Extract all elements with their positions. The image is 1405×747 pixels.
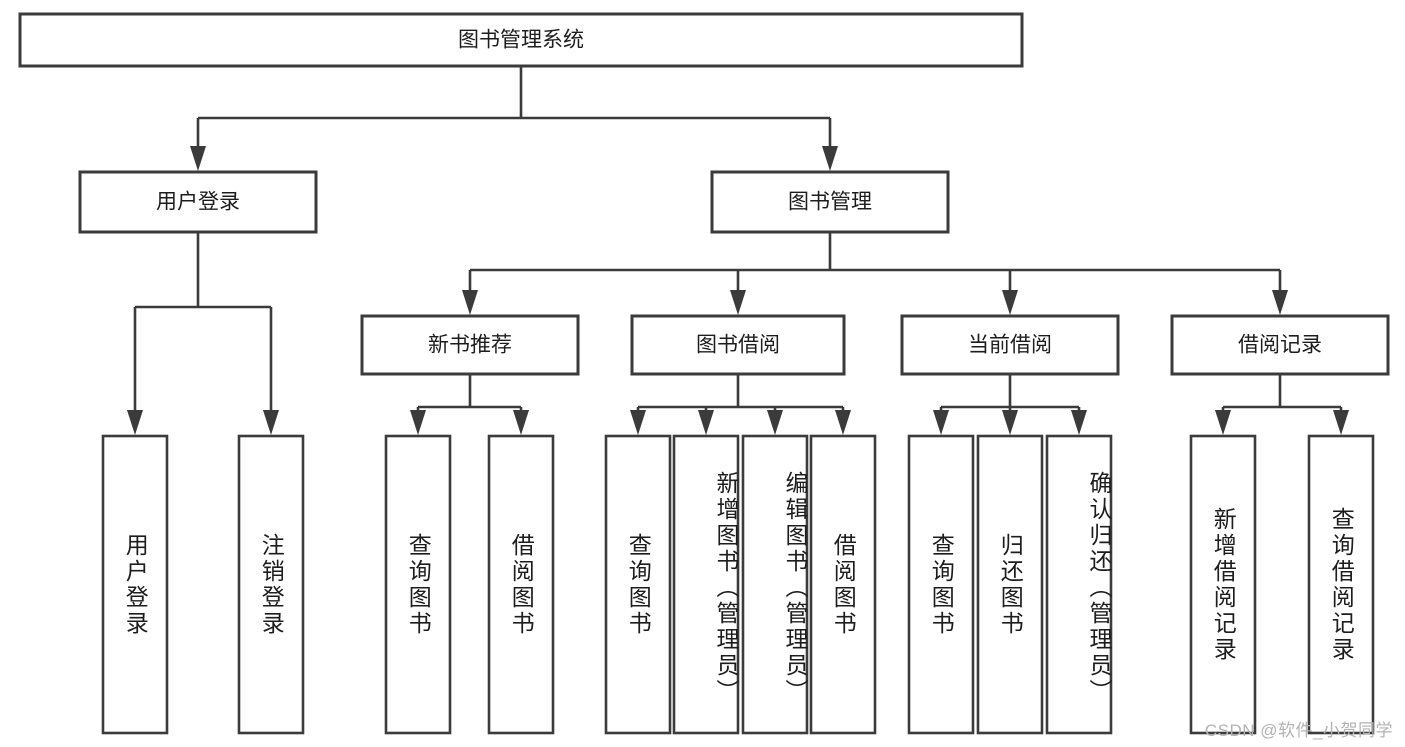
node-user-login[interactable]: 用户登录 (78, 170, 318, 234)
arrow-ul-to-leaf-1-icon (127, 410, 143, 435)
arrow-bb-to-leaf-2-icon (698, 410, 714, 435)
leaf-add-record-box[interactable] (1189, 434, 1257, 735)
node-current-borrow[interactable]: 当前借阅 (900, 314, 1120, 376)
leaf-query-book-2-box[interactable] (604, 434, 672, 735)
leaf-edit-book-box[interactable] (741, 434, 809, 735)
connectors-new-book-leaves (410, 374, 529, 435)
node-new-book-recommend-box[interactable] (360, 314, 580, 376)
connectors-user-login-leaves (127, 232, 279, 435)
leaf-user-logout-box[interactable] (237, 434, 305, 735)
node-current-borrow-box[interactable] (900, 314, 1120, 376)
leaf-borrow-book-2-box[interactable] (809, 434, 877, 735)
node-user-login-label: 用户登录 (156, 191, 240, 214)
arrow-bm-to-book-borrow-icon (730, 290, 746, 315)
arrow-nb-to-leaf-2-icon (513, 410, 529, 435)
node-borrow-record[interactable]: 借阅记录 (1170, 314, 1390, 376)
connectors-book-borrow-leaves (630, 374, 851, 435)
arrow-bm-to-borrow-record-icon (1272, 290, 1288, 315)
arrow-bm-to-new-book-icon (462, 290, 478, 315)
arrow-bb-to-leaf-3-icon (767, 410, 783, 435)
node-new-book-recommend-label: 新书推荐 (428, 334, 512, 357)
arrow-nb-to-leaf-1-icon (410, 410, 426, 435)
csdn-watermark: CSDN @软件_小贺同学 (1204, 721, 1393, 740)
node-current-borrow-label: 当前借阅 (968, 334, 1052, 357)
connectors-borrow-record-leaves (1215, 374, 1349, 435)
leaf-query-book-1-box[interactable] (384, 434, 452, 735)
arrow-bb-to-leaf-1-icon (630, 410, 646, 435)
node-book-manage[interactable]: 图书管理 (710, 170, 950, 234)
connectors-root-level (190, 66, 838, 171)
leaf-borrow-book-1-box[interactable] (487, 434, 555, 735)
connectors-book-manage-level (462, 232, 1288, 315)
arrow-cb-to-leaf-1-icon (933, 410, 949, 435)
arrow-br-to-leaf-2-icon (1333, 410, 1349, 435)
arrow-root-to-book-manage-icon (822, 146, 838, 171)
node-book-borrow-label: 图书借阅 (696, 334, 780, 357)
node-root[interactable]: 图书管理系统 (18, 12, 1024, 68)
arrow-ul-to-leaf-2-icon (263, 410, 279, 435)
node-book-borrow[interactable]: 图书借阅 (630, 314, 846, 376)
node-borrow-record-box[interactable] (1170, 314, 1390, 376)
node-book-borrow-box[interactable] (630, 314, 846, 376)
leaf-query-record-box[interactable] (1307, 434, 1375, 735)
leaf-return-book-box[interactable] (976, 434, 1044, 735)
arrow-bm-to-current-borrow-icon (1002, 290, 1018, 315)
leaf-add-book-box[interactable] (672, 434, 740, 735)
node-book-manage-label: 图书管理 (788, 191, 872, 214)
node-user-login-box[interactable] (78, 170, 318, 234)
arrow-cb-to-leaf-3-icon (1071, 410, 1087, 435)
node-borrow-record-label: 借阅记录 (1238, 334, 1322, 357)
leaf-user-login-box[interactable] (101, 434, 169, 735)
arrow-br-to-leaf-1-icon (1215, 410, 1231, 435)
node-root-box[interactable] (18, 12, 1024, 68)
connectors-current-borrow-leaves (933, 374, 1087, 435)
leaf-confirm-return-box[interactable] (1045, 434, 1113, 735)
leaf-query-book-3-box[interactable] (907, 434, 975, 735)
leaf-boxes (101, 434, 1375, 735)
arrow-bb-to-leaf-4-icon (835, 410, 851, 435)
node-book-manage-box[interactable] (710, 170, 950, 234)
node-root-label: 图书管理系统 (458, 29, 584, 52)
arrow-cb-to-leaf-2-icon (1002, 410, 1018, 435)
node-new-book-recommend[interactable]: 新书推荐 (360, 314, 580, 376)
arrow-root-to-user-login-icon (190, 146, 206, 171)
